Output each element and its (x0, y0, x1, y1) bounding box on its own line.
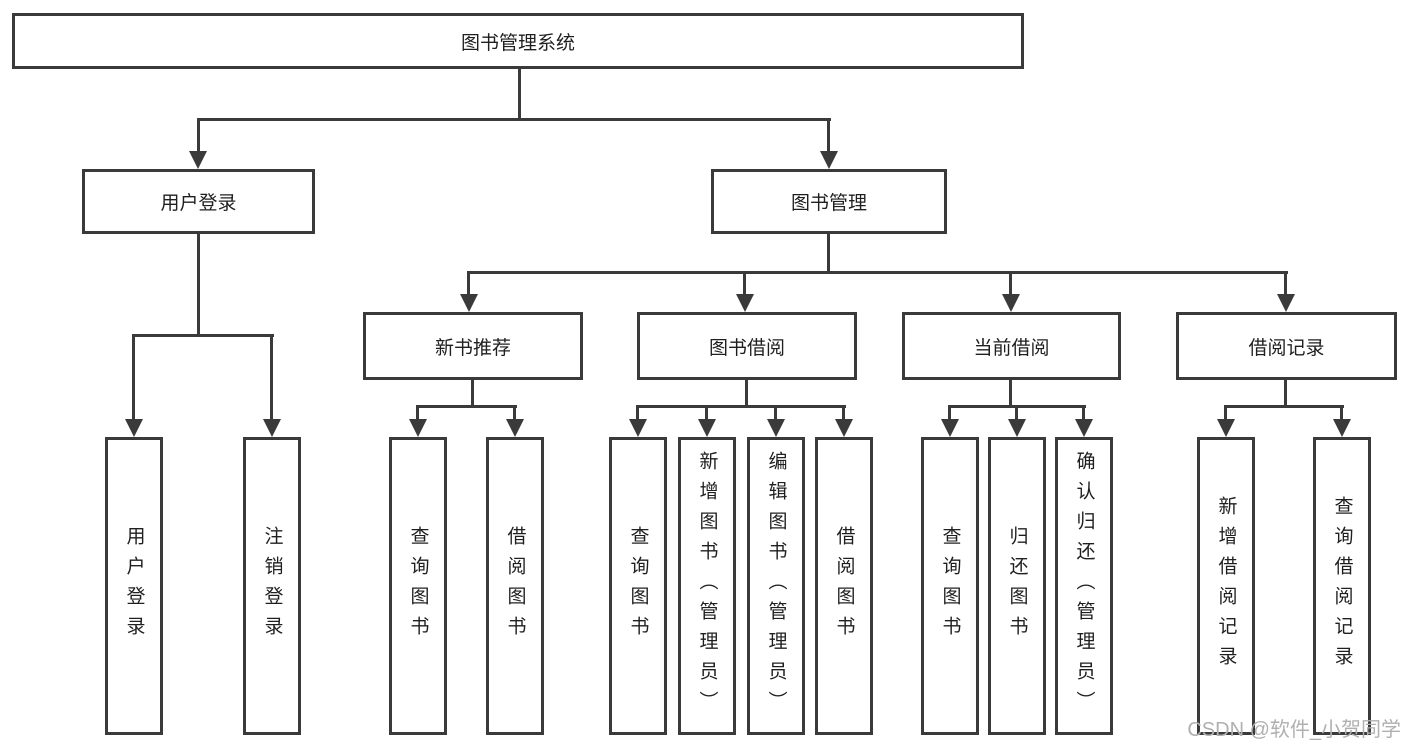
leaf-label: 查询借阅记录 (1331, 496, 1353, 676)
connector-user-leaf1-line (132, 334, 135, 422)
arrowhead-borrowing-leaf3 (767, 419, 785, 437)
leaf-current-confirm-return-admin: 确认归还（管理员） (1055, 437, 1113, 735)
connector-borrowing-split (637, 405, 846, 408)
leaf-label: 注销登录 (261, 526, 283, 646)
node-book-management: 图书管理 (711, 169, 947, 234)
connector-books-split (468, 271, 1288, 274)
leaf-label: 借阅图书 (833, 526, 855, 646)
connector-user-split (133, 334, 274, 337)
arrowhead-recommend-leaf1 (409, 419, 427, 437)
connector-user-stem (197, 234, 200, 337)
connector-books-stem (827, 234, 830, 274)
watermark-text: CSDN @软件_小贺同学 (1187, 719, 1401, 741)
node-current-borrowing: 当前借阅 (902, 312, 1121, 380)
leaf-label: 查询图书 (627, 526, 649, 646)
leaf-user-login: 用户登录 (105, 437, 163, 735)
leaf-label: 确认归还（管理员） (1073, 451, 1095, 721)
node-borrowing-records: 借阅记录 (1176, 312, 1397, 380)
leaf-label: 查询图书 (939, 526, 961, 646)
arrowhead-to-recommend (460, 294, 478, 312)
arrowhead-to-current (1002, 294, 1020, 312)
arrowhead-to-user-login (189, 151, 207, 169)
connector-recommend-leaf2-line (513, 405, 516, 422)
connector-borrowing-leaf4-line (842, 405, 845, 422)
connector-root-stem (518, 69, 521, 121)
leaf-label: 用户登录 (123, 526, 145, 646)
node-new-book-recommendation: 新书推荐 (363, 312, 583, 380)
connector-root-split (197, 118, 831, 121)
leaf-borrowing-search-books: 查询图书 (609, 437, 667, 735)
arrowhead-to-user-login-leaf (125, 419, 143, 437)
connector-to-borrowing-line (743, 271, 746, 297)
connector-to-current-line (1009, 271, 1012, 297)
leaf-recommend-search-books: 查询图书 (389, 437, 447, 735)
arrowhead-current-leaf3 (1075, 419, 1093, 437)
leaf-label: 新增图书（管理员） (696, 451, 718, 721)
arrowhead-recommend-leaf2 (506, 419, 524, 437)
arrowhead-records-leaf1 (1217, 419, 1235, 437)
connector-root-to-books-line (827, 118, 830, 154)
leaf-label: 借阅图书 (504, 526, 526, 646)
connector-to-recommend-line (467, 271, 470, 297)
node-user-login: 用户登录 (82, 169, 315, 234)
connector-recommend-leaf1-line (416, 405, 419, 422)
connector-user-leaf2-line (270, 334, 273, 422)
arrowhead-to-records (1277, 294, 1295, 312)
connector-borrowing-stem (745, 380, 748, 408)
connector-current-leaf3-line (1082, 405, 1085, 422)
connector-borrowing-leaf2-line (705, 405, 708, 422)
arrowhead-to-borrowing (736, 294, 754, 312)
connector-recommend-stem (471, 380, 474, 408)
arrowhead-current-leaf1 (941, 419, 959, 437)
connector-recommend-split (417, 405, 517, 408)
leaf-label: 查询图书 (407, 526, 429, 646)
leaf-borrowing-edit-books-admin: 编辑图书（管理员） (747, 437, 805, 735)
leaf-current-search-books: 查询图书 (921, 437, 979, 735)
leaf-label: 新增借阅记录 (1215, 496, 1237, 676)
connector-borrowing-leaf1-line (636, 405, 639, 422)
connector-current-leaf2-line (1015, 405, 1018, 422)
connector-borrowing-leaf3-line (774, 405, 777, 422)
connector-records-leaf1-line (1224, 405, 1227, 422)
connector-records-split (1225, 405, 1344, 408)
leaf-recommend-borrow-books: 借阅图书 (486, 437, 544, 735)
leaf-label: 归还图书 (1006, 526, 1028, 646)
connector-current-leaf1-line (948, 405, 951, 422)
leaf-label: 编辑图书（管理员） (765, 451, 787, 721)
leaf-records-add-record: 新增借阅记录 (1197, 437, 1255, 735)
arrowhead-to-book-management (820, 151, 838, 169)
leaf-current-return-books: 归还图书 (988, 437, 1046, 735)
connector-records-leaf2-line (1340, 405, 1343, 422)
connector-root-to-user-line (197, 118, 200, 154)
connector-current-stem (1009, 380, 1012, 408)
arrowhead-to-logout-leaf (263, 419, 281, 437)
leaf-logout: 注销登录 (243, 437, 301, 735)
leaf-records-search-record: 查询借阅记录 (1313, 437, 1371, 735)
connector-to-records-line (1284, 271, 1287, 297)
leaf-borrowing-add-books-admin: 新增图书（管理员） (678, 437, 736, 735)
arrowhead-records-leaf2 (1333, 419, 1351, 437)
arrowhead-borrowing-leaf2 (698, 419, 716, 437)
node-library-management-system: 图书管理系统 (12, 13, 1024, 69)
connector-records-stem (1284, 380, 1287, 408)
leaf-borrowing-borrow-books: 借阅图书 (815, 437, 873, 735)
arrowhead-borrowing-leaf4 (835, 419, 853, 437)
node-book-borrowing: 图书借阅 (637, 312, 857, 380)
arrowhead-current-leaf2 (1008, 419, 1026, 437)
arrowhead-borrowing-leaf1 (629, 419, 647, 437)
